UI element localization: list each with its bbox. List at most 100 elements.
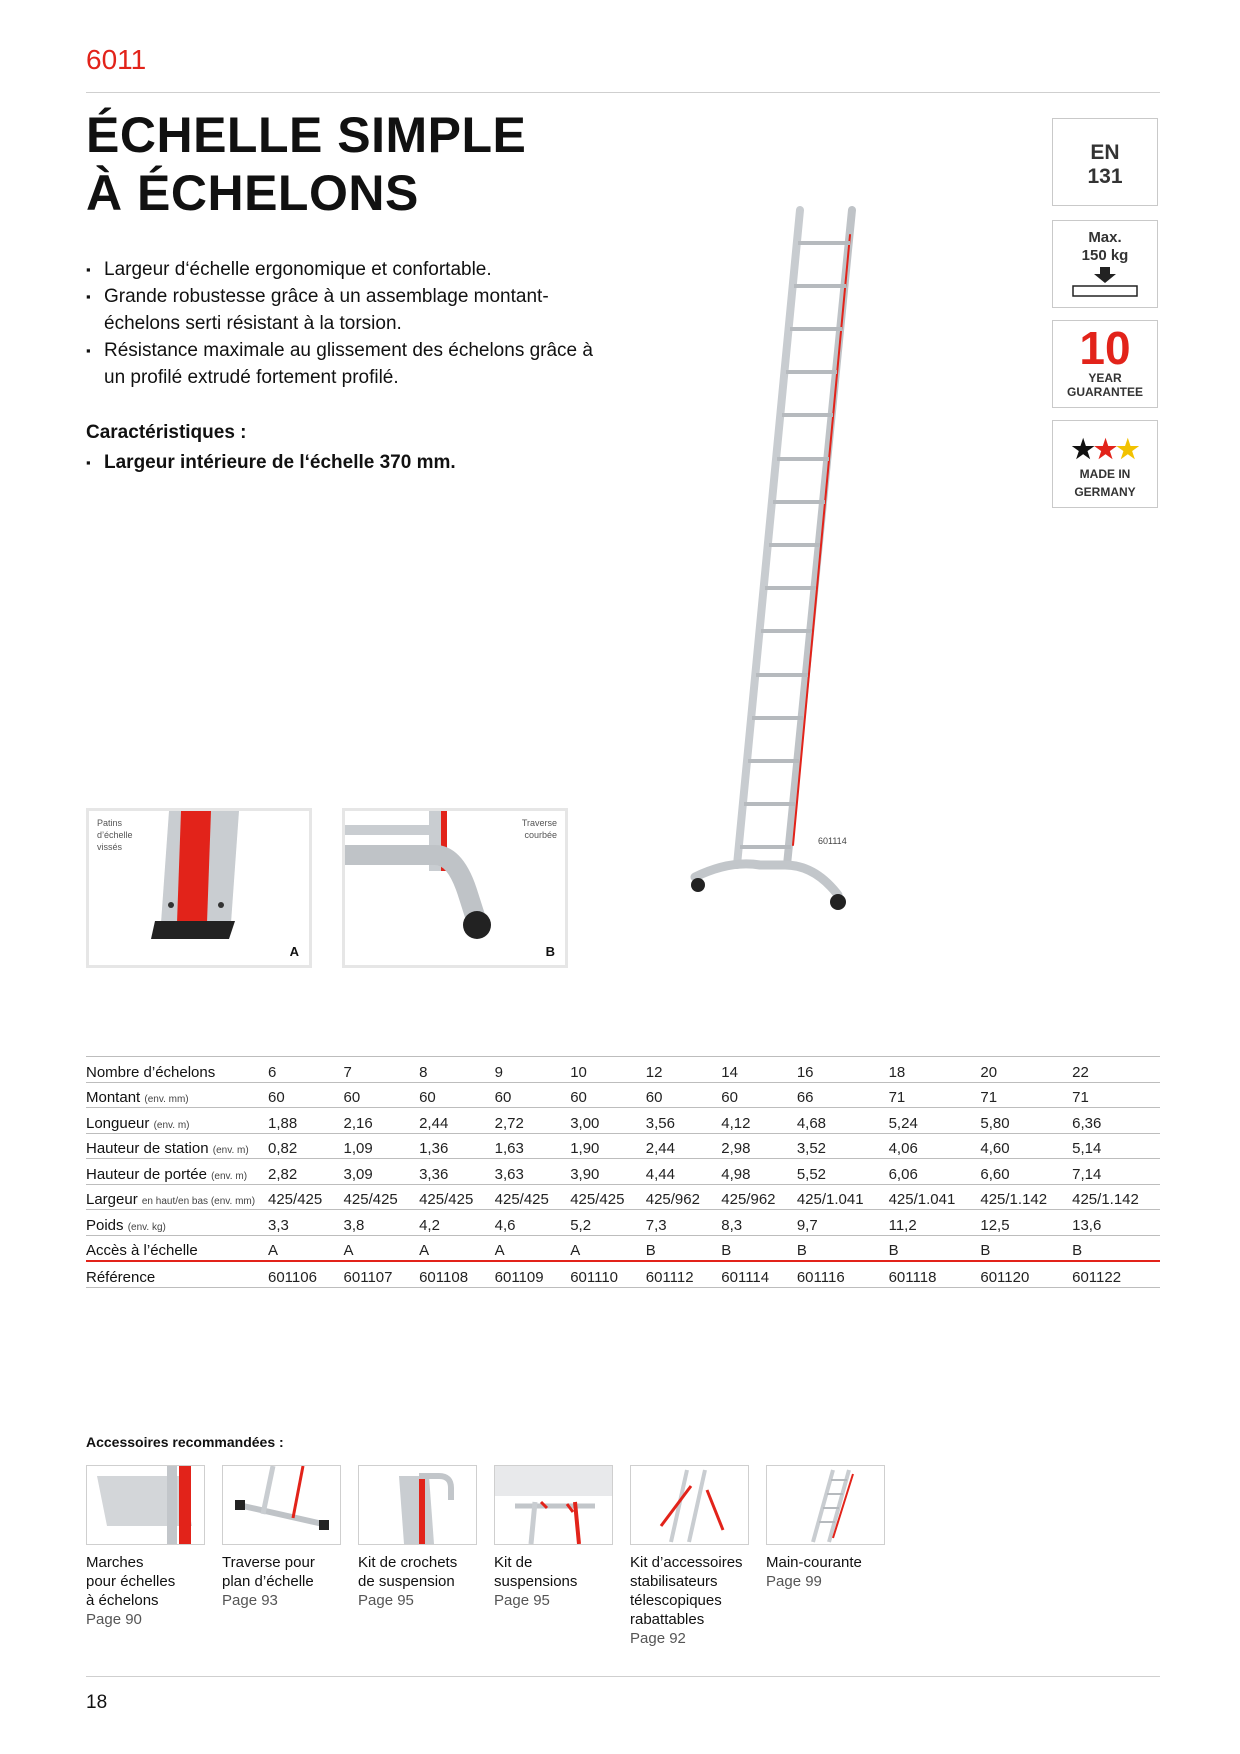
spec-cell: B — [1068, 1236, 1160, 1262]
accessory-handrail[interactable]: Main-courante Page 99 — [766, 1465, 885, 1591]
spec-cell: B — [792, 1236, 885, 1262]
spec-cell: 14 — [717, 1056, 793, 1083]
spec-unit: (env. m) — [212, 1145, 249, 1156]
spec-cell: 4,44 — [641, 1159, 718, 1185]
spec-cell: 3,63 — [490, 1159, 567, 1185]
spec-label-text: Hauteur de station — [86, 1140, 209, 1157]
spec-cell: 601109 — [490, 1262, 567, 1288]
ladder-illustration — [690, 206, 856, 910]
spec-label-text: Hauteur de portée — [86, 1165, 207, 1183]
spec-cell: 22 — [1068, 1056, 1160, 1083]
detail-b-letter: B — [545, 944, 555, 959]
spec-label-text: Montant — [86, 1089, 141, 1106]
spec-row-label: Largeur en haut/en bas (env. mm) — [86, 1185, 264, 1210]
spec-cell: 60 — [641, 1083, 718, 1108]
feature-list: Largeur d‘échelle ergonomique et confort… — [86, 256, 606, 391]
spec-cell: A — [490, 1236, 567, 1262]
spec-cell: 425/425 — [566, 1185, 642, 1210]
spec-cell: 11,2 — [884, 1210, 977, 1236]
accessory-page: Page 95 — [358, 1592, 414, 1609]
spec-cell: 71 — [1068, 1083, 1160, 1108]
top-divider — [86, 92, 1160, 93]
accessory-image — [630, 1465, 749, 1545]
page-number: 18 — [86, 1692, 108, 1713]
spec-cell: 9,7 — [792, 1210, 885, 1236]
ladder-foot-image — [151, 811, 239, 939]
spec-cell: 12 — [641, 1056, 718, 1083]
spec-label-text: Largeur — [86, 1191, 138, 1208]
guarantee-line-1: YEAR — [1088, 371, 1122, 385]
guarantee-line-2: GUARANTEE — [1066, 385, 1143, 399]
accessory-page: Page 90 — [86, 1611, 142, 1628]
spec-unit: (env. mm) — [144, 1094, 189, 1105]
spec-cell: 2,44 — [641, 1134, 718, 1159]
spec-cell: 3,56 — [641, 1108, 718, 1134]
spec-row-label: Hauteur de portée (env. m) — [86, 1159, 264, 1185]
en-number: 131 — [1087, 165, 1123, 188]
spec-row-label: Accès à l’échelle — [86, 1236, 264, 1262]
guarantee-years: 10 — [1079, 322, 1131, 374]
spec-cell: 0,82 — [264, 1134, 340, 1159]
spec-cell: 3,36 — [415, 1159, 491, 1185]
spec-cell: 601116 — [792, 1262, 885, 1288]
spec-cell: 425/1.041 — [792, 1185, 885, 1210]
spec-label-text: Nombre d’échelons — [86, 1063, 216, 1081]
spec-cell: 7 — [339, 1056, 416, 1083]
spec-cell: 2,44 — [415, 1108, 491, 1134]
spec-cell: 425/962 — [641, 1185, 718, 1210]
spec-cell: 6,36 — [1068, 1108, 1160, 1134]
made-line-2: GERMANY — [1074, 485, 1136, 499]
spec-cell: 71 — [976, 1083, 1069, 1108]
spec-cell: 601114 — [717, 1262, 793, 1288]
accessory-image — [494, 1465, 613, 1545]
spec-cell: 425/1.041 — [884, 1185, 977, 1210]
max-load-badge: Max. 150 kg — [1052, 220, 1158, 308]
spec-cell: B — [717, 1236, 793, 1262]
spec-cell: 12,5 — [976, 1210, 1069, 1236]
made-in-germany-badge: ★★★ MADE IN GERMANY — [1052, 420, 1158, 508]
detail-image-b: Traverse courbée B — [342, 808, 568, 968]
spec-cell: 4,68 — [792, 1108, 885, 1134]
ladder-reference: 601114 — [818, 836, 847, 846]
spec-cell: 2,72 — [490, 1108, 567, 1134]
made-line-1: MADE IN — [1079, 467, 1131, 481]
spec-cell: 8,3 — [717, 1210, 793, 1236]
guarantee-badge: 10 YEAR GUARANTEE — [1052, 320, 1158, 408]
max-label: Max. — [1088, 229, 1122, 246]
accessory-label: Main-courante — [766, 1554, 862, 1571]
en131-badge: EN 131 — [1052, 118, 1158, 206]
spec-cell: 425/1.142 — [976, 1185, 1069, 1210]
spec-cell: 4,60 — [976, 1134, 1069, 1159]
spec-row-label: Montant (env. mm) — [86, 1083, 264, 1108]
title-line-1: ÉCHELLE SIMPLE — [86, 107, 527, 163]
spec-cell: 1,36 — [415, 1134, 491, 1159]
spec-cell: 601108 — [415, 1262, 491, 1288]
spec-cell: 3,8 — [339, 1210, 416, 1236]
characteristics-title: Caractéristiques : — [86, 422, 247, 443]
feature-item: Résistance maximale au glissement des éc… — [86, 337, 606, 391]
spec-cell: 4,06 — [884, 1134, 977, 1159]
load-arrow-icon — [1072, 267, 1138, 297]
spec-cell: 2,16 — [339, 1108, 416, 1134]
spec-cell: 5,52 — [792, 1159, 885, 1185]
accessory-page: Page 93 — [222, 1592, 278, 1609]
max-value: 150 kg — [1081, 247, 1129, 264]
spec-cell: A — [566, 1236, 642, 1262]
spec-cell: 5,2 — [566, 1210, 642, 1236]
spec-unit: (env. m) — [211, 1170, 248, 1182]
feature-item: Largeur d‘échelle ergonomique et confort… — [86, 256, 606, 283]
spec-cell: 20 — [976, 1056, 1069, 1083]
spec-unit: (env. m) — [153, 1119, 190, 1131]
